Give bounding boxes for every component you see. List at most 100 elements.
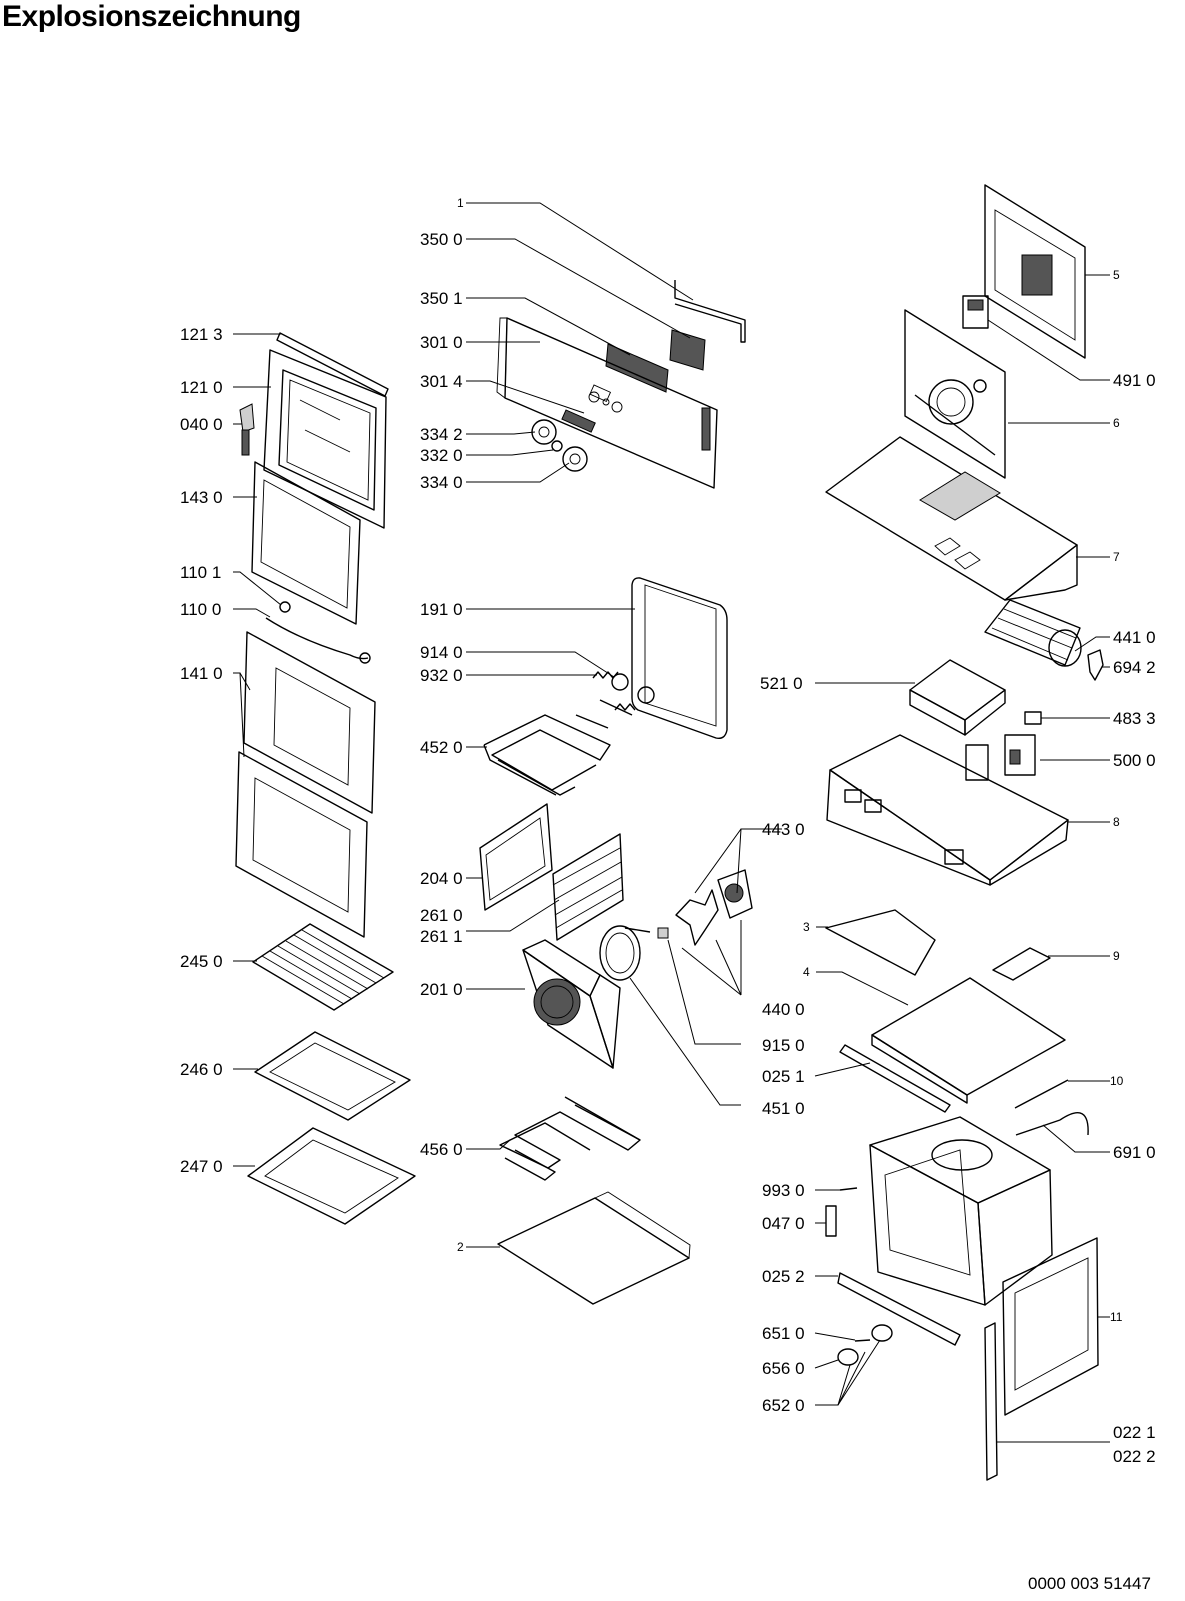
oven-door-seal (631, 577, 728, 740)
convection-fan-cover (522, 939, 621, 1069)
label-1100: 110 0 (180, 600, 221, 619)
label-2610: 261 0 (420, 906, 463, 925)
label-1910: 191 0 (420, 600, 463, 619)
label-0221: 022 1 (1113, 1423, 1156, 1442)
document-id: 0000 003 51447 (1028, 1574, 1151, 1593)
door-glass-panes (235, 631, 376, 938)
label-9930: 993 0 (762, 1181, 805, 1200)
baking-tray-deep (247, 1127, 416, 1225)
label-0400: 040 0 (180, 415, 223, 434)
label-2010: 201 0 (420, 980, 463, 999)
part-labels: 1 350 0 350 1 301 0 301 4 334 2 332 0 33… (180, 196, 1156, 1466)
label-11: 11 (1110, 1310, 1123, 1324)
fan-blade (657, 889, 719, 946)
thermostat-rod (1014, 1079, 1089, 1136)
label-10: 10 (1110, 1074, 1124, 1088)
label-5000: 500 0 (1113, 751, 1156, 770)
left-trim-bracket (825, 909, 936, 976)
label-1213: 121 3 (180, 325, 223, 344)
label-3501: 350 1 (420, 289, 463, 308)
label-1101: 110 1 (180, 563, 221, 582)
label-6560: 656 0 (762, 1359, 805, 1378)
vertical-trim (984, 1322, 998, 1481)
fan-motor (717, 869, 753, 919)
label-3: 3 (803, 920, 810, 934)
label-9320: 932 0 (420, 666, 463, 685)
label-2460: 246 0 (180, 1060, 223, 1079)
label-0222: 022 2 (1113, 1447, 1156, 1466)
label-7: 7 (1113, 550, 1120, 564)
wire-rack (252, 923, 394, 1011)
label-8: 8 (1113, 815, 1120, 829)
label-2450: 245 0 (180, 952, 223, 971)
label-4510: 451 0 (762, 1099, 805, 1118)
side-panel (1002, 1237, 1099, 1416)
leader-lines (233, 202, 1110, 1443)
label-3320: 332 0 (420, 446, 463, 465)
label-2: 2 (457, 1240, 464, 1254)
label-5210: 521 0 (760, 674, 803, 693)
label-0251: 025 1 (762, 1067, 805, 1086)
screw-and-clip (825, 1187, 858, 1237)
electronic-control-unit (909, 659, 1006, 736)
side-wall-liner (479, 803, 553, 911)
electronic-module (605, 329, 706, 393)
rear-inner-panel (904, 309, 1006, 479)
oven-cavity (869, 1116, 1053, 1306)
door-top-strip (276, 332, 389, 397)
label-2040: 204 0 (420, 869, 463, 888)
label-4833: 483 3 (1113, 709, 1156, 728)
label-4430: 443 0 (762, 820, 805, 839)
label-1410: 141 0 (180, 664, 223, 683)
label-1: 1 (457, 196, 464, 210)
inner-glass-frame (251, 461, 361, 625)
base-housing (826, 734, 1069, 886)
grill-element (483, 699, 633, 796)
lamp-holder (1087, 649, 1104, 681)
top-cover (825, 436, 1078, 601)
knobs (531, 409, 596, 472)
label-3014: 301 4 (420, 372, 463, 391)
label-2470: 247 0 (180, 1157, 223, 1176)
label-9: 9 (1113, 949, 1120, 963)
label-1210: 121 0 (180, 378, 223, 397)
label-2611: 261 1 (420, 927, 463, 946)
label-6520: 652 0 (762, 1396, 805, 1415)
door-seal-and-clips (265, 601, 371, 664)
label-6: 6 (1113, 416, 1120, 430)
bottom-plate (497, 1191, 691, 1305)
terminal-block (962, 295, 989, 329)
label-0252: 025 2 (762, 1267, 805, 1286)
label-3500: 350 0 (420, 230, 463, 249)
switch-block (965, 711, 1042, 781)
label-0470: 047 0 (762, 1214, 805, 1233)
label-4410: 441 0 (1113, 628, 1156, 647)
lamp-assembly (837, 1324, 893, 1366)
top-cavity-panel (871, 977, 1066, 1104)
label-1430: 143 0 (180, 488, 223, 507)
label-3340: 334 0 (420, 473, 463, 492)
page-title: Explosionszeichnung (2, 0, 301, 33)
label-6510: 651 0 (762, 1324, 805, 1343)
oven-door-outer (263, 349, 387, 529)
label-3342: 334 2 (420, 425, 463, 444)
baking-tray (254, 1031, 411, 1121)
control-panel-fascia (496, 317, 718, 489)
ring-heater (599, 925, 651, 981)
tangential-fan (984, 599, 1082, 667)
bottom-heater (499, 1096, 641, 1181)
label-6942: 694 2 (1113, 658, 1156, 677)
label-5: 5 (1113, 268, 1120, 282)
door-hinge (239, 403, 255, 456)
bottom-strip (839, 1044, 951, 1113)
label-9150: 915 0 (762, 1036, 805, 1055)
label-4560: 456 0 (420, 1140, 463, 1159)
label-9140: 914 0 (420, 643, 463, 662)
control-panel-bracket (674, 280, 746, 343)
label-6910: 691 0 (1113, 1143, 1156, 1162)
shelf-support-rails (552, 833, 624, 941)
label-4400: 440 0 (762, 1000, 805, 1019)
label-4: 4 (803, 965, 810, 979)
label-4520: 452 0 (420, 738, 463, 757)
